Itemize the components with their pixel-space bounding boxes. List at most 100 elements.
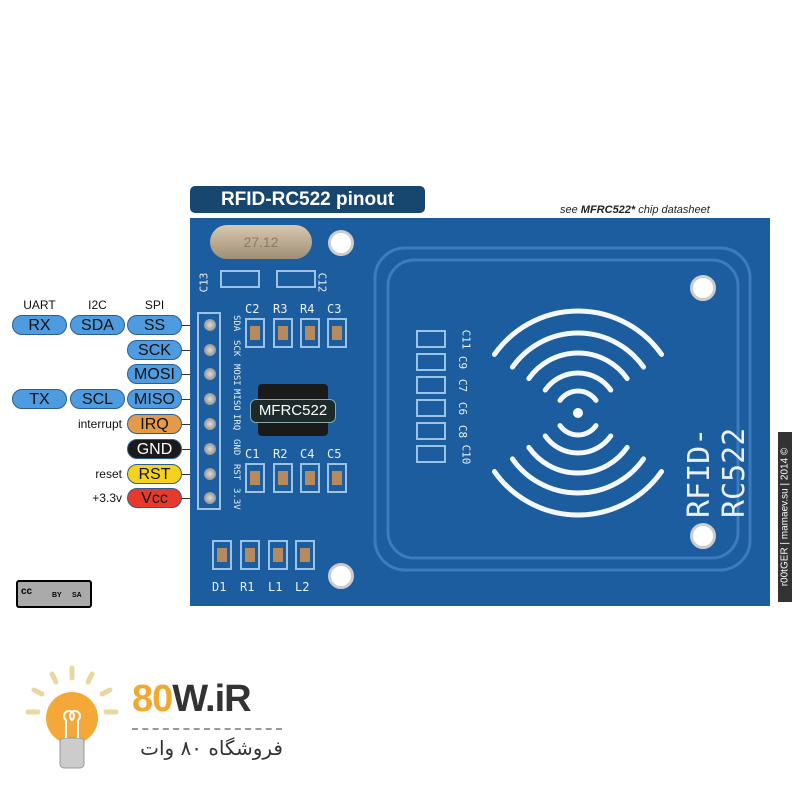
silk-label: C8: [456, 424, 470, 439]
board-name: RFID-RC522: [682, 427, 752, 518]
credit: r00tGER | mamaev.su | 2014 ©: [778, 432, 792, 602]
antenna-cap: [416, 399, 446, 417]
pin-label-i2c: SCL: [70, 389, 125, 409]
chip-label: MFRC522: [250, 399, 336, 423]
antenna-arc: [526, 350, 630, 382]
silk-label: C4: [300, 447, 315, 461]
diagram-title: RFID-RC522 pinout: [190, 186, 425, 213]
silk-pin-label: MISO: [231, 389, 241, 411]
header-pin: [204, 418, 216, 430]
pin-label-i2c: SDA: [70, 315, 125, 335]
component-c3: [327, 318, 347, 348]
silk-label: D1: [212, 580, 227, 594]
silk-pin-label: SDA: [231, 315, 241, 332]
silk-pin-label: 3.3V: [231, 488, 241, 510]
antenna-center-dot: [573, 408, 583, 418]
silk-pin-label: IRQ: [231, 414, 241, 431]
silk-label: C7: [456, 378, 470, 393]
pin-note: interrupt: [77, 417, 122, 431]
component-l2: [295, 540, 315, 570]
header-pin: [204, 344, 216, 356]
pin-note: +3.3v: [92, 491, 122, 505]
component-r1: [240, 540, 260, 570]
header-pin: [204, 492, 216, 504]
crystal: 27.12: [210, 225, 312, 259]
pin-label-uart: TX: [12, 389, 67, 409]
silk-label: R4: [300, 302, 315, 316]
header-pin: [204, 368, 216, 380]
pin-label-spi: SCK: [127, 340, 182, 360]
antenna-cap: [416, 376, 446, 394]
antenna-cap: [416, 330, 446, 348]
logo-num: 80: [132, 678, 173, 720]
antenna-cap: [416, 422, 446, 440]
component-d1: [212, 540, 232, 570]
silk-label: C11: [459, 329, 473, 350]
logo-rest: W.iR: [172, 678, 251, 720]
antenna-arc: [542, 370, 614, 393]
by-icon: BY: [52, 592, 62, 599]
silk-pin-label: RST: [231, 464, 241, 481]
i2c-header: I2C: [88, 298, 107, 312]
silk-label: C2: [245, 302, 260, 316]
header-pin: [204, 468, 216, 480]
note-suffix: chip datasheet: [635, 204, 710, 216]
silk-label: R1: [240, 580, 255, 594]
silk-label: C6: [456, 401, 470, 416]
silk-c13: C13: [197, 272, 211, 293]
header-pin: [204, 443, 216, 455]
spi-header: SPI: [144, 298, 165, 312]
silk-label: R2: [273, 447, 288, 461]
silk-label: C5: [327, 447, 342, 461]
component-r4: [300, 318, 320, 348]
antenna-arc: [491, 308, 665, 357]
pin-label-spi: MISO: [127, 389, 182, 409]
uart-header: UART: [23, 298, 56, 312]
mount-hole: [328, 230, 354, 256]
mount-hole: [690, 275, 716, 301]
cap-c12: [276, 270, 316, 288]
pin-label-spi: MOSI: [127, 364, 182, 384]
antenna-cap: [416, 445, 446, 463]
silk-pin-label: GND: [231, 439, 241, 456]
silk-label: C10: [459, 444, 473, 465]
antenna-arc: [526, 444, 630, 476]
header-pin: [204, 319, 216, 331]
silk-label: L1: [268, 580, 283, 594]
silk-label: C3: [327, 302, 342, 316]
component-c2: [245, 318, 265, 348]
component-l1: [268, 540, 288, 570]
antenna-arc: [509, 456, 647, 496]
header-pin: [204, 393, 216, 405]
silk-label: C9: [456, 355, 470, 370]
cc-icon: cc: [21, 586, 33, 597]
logo-divider: [132, 728, 282, 730]
pin-label-spi: IRQ: [127, 414, 182, 434]
logo-persian: فروشگاه ۸۰ وات: [140, 736, 283, 760]
mount-hole: [328, 563, 354, 589]
antenna-cap: [416, 353, 446, 371]
cc-license-badge: cc BY SA: [16, 580, 92, 608]
cap-c13: [220, 270, 260, 288]
pin-label-spi: Vcc: [127, 488, 182, 508]
silk-label: L2: [295, 580, 310, 594]
pin-note: reset: [95, 467, 122, 481]
silk-pin-label: SCK: [231, 340, 241, 357]
component-c1: [245, 463, 265, 493]
antenna-arc: [509, 330, 647, 370]
antenna-arc: [557, 388, 599, 403]
sa-icon: SA: [72, 592, 82, 599]
silk-label: C1: [245, 447, 260, 461]
pin-header: [197, 312, 221, 510]
lightbulb-logo-icon: [25, 665, 119, 769]
silk-label: R3: [273, 302, 288, 316]
pin-label-spi: SS: [127, 315, 182, 335]
component-r3: [273, 318, 293, 348]
antenna-coil: [373, 246, 752, 572]
silk-pin-label: MOSI: [231, 364, 241, 386]
mount-hole: [690, 523, 716, 549]
component-c5: [327, 463, 347, 493]
note-chip: MFRC522*: [580, 204, 636, 216]
